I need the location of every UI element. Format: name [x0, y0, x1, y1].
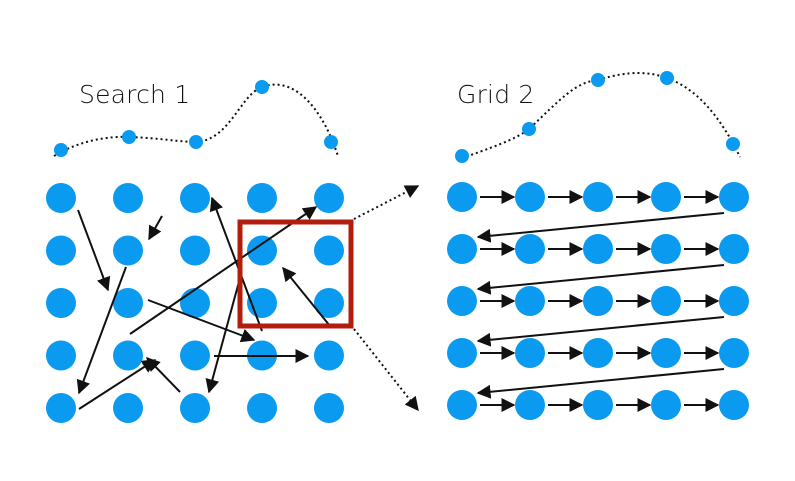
grid-point [583, 286, 613, 316]
grid-point [113, 340, 143, 371]
grid-point [719, 234, 749, 264]
grid-point [447, 182, 477, 212]
grid-point [46, 183, 76, 213]
path-arrow [148, 215, 163, 241]
grid-point [180, 393, 210, 423]
path-arrow [76, 266, 127, 395]
grid-point [447, 234, 477, 264]
highlight-rectangle [237, 219, 354, 329]
path-arrow [146, 356, 181, 393]
grid-point [651, 286, 681, 316]
grid-point [515, 338, 545, 368]
grid-point [314, 235, 344, 266]
grid-point [180, 235, 210, 266]
grid-point [515, 286, 545, 316]
grid-point [247, 183, 277, 213]
search-panel-title: Search 1 [79, 80, 191, 109]
grid-point [314, 183, 344, 213]
path-arrow [147, 299, 256, 343]
path-arrow [209, 196, 263, 332]
grid-point [180, 340, 210, 371]
objective-curve-line [53, 83, 339, 157]
grid-point [651, 234, 681, 264]
grid-point [719, 182, 749, 212]
grid-point [46, 288, 76, 318]
search-grid-points [46, 183, 344, 423]
grid-point [719, 390, 749, 420]
grid-point [180, 183, 210, 213]
curve-sample-point [455, 149, 469, 163]
row-wrap-arrow [476, 316, 725, 347]
curve-sample-point [522, 122, 536, 136]
zoom-connectors [353, 185, 420, 412]
path-arrow [205, 277, 241, 394]
row-wrap-arrow [476, 264, 725, 295]
curve-sample-point [54, 143, 68, 157]
grid-point [515, 234, 545, 264]
grid-point [515, 390, 545, 420]
search-objective-curve [53, 80, 339, 157]
grid-point [46, 393, 76, 423]
path-arrow [77, 209, 111, 292]
grid-point [314, 288, 344, 318]
connector-top [353, 185, 420, 220]
grid-objective-curve [455, 71, 741, 163]
grid-point [651, 182, 681, 212]
row-wrap-arrow [476, 212, 725, 243]
grid-point [46, 235, 76, 266]
grid-point [719, 286, 749, 316]
grid-point [719, 338, 749, 368]
connector-bottom [353, 328, 419, 412]
grid-point [247, 393, 277, 423]
grid-point [651, 390, 681, 420]
path-arrow [129, 206, 318, 335]
search-path-arrows [76, 196, 331, 410]
grid-point [447, 390, 477, 420]
grid-point [447, 286, 477, 316]
grid-grid-points [447, 182, 749, 420]
grid-point [113, 288, 143, 318]
curve-sample-point [255, 80, 269, 94]
grid-point [113, 393, 143, 423]
curve-sample-point [189, 135, 203, 149]
grid-path-arrows [476, 190, 725, 412]
path-arrow [78, 359, 157, 410]
grid-point [314, 393, 344, 423]
row-wrap-arrow [476, 368, 725, 399]
curve-sample-point [726, 137, 740, 151]
grid-point [583, 182, 613, 212]
grid-point [515, 182, 545, 212]
curve-sample-point [324, 135, 338, 149]
grid-point [583, 338, 613, 368]
grid-point [583, 390, 613, 420]
path-arrow [282, 266, 331, 327]
grid-point [447, 338, 477, 368]
grid-point [651, 338, 681, 368]
curve-sample-point [660, 71, 674, 85]
grid-point [247, 235, 277, 266]
highlight-box [237, 219, 354, 329]
curve-sample-point [591, 73, 605, 87]
grid-point [46, 340, 76, 371]
grid-point [314, 340, 344, 371]
grid-panel-title: Grid 2 [457, 80, 535, 109]
grid-point [113, 183, 143, 213]
grid-point [113, 235, 143, 266]
curve-sample-point [122, 130, 136, 144]
grid-point [583, 234, 613, 264]
